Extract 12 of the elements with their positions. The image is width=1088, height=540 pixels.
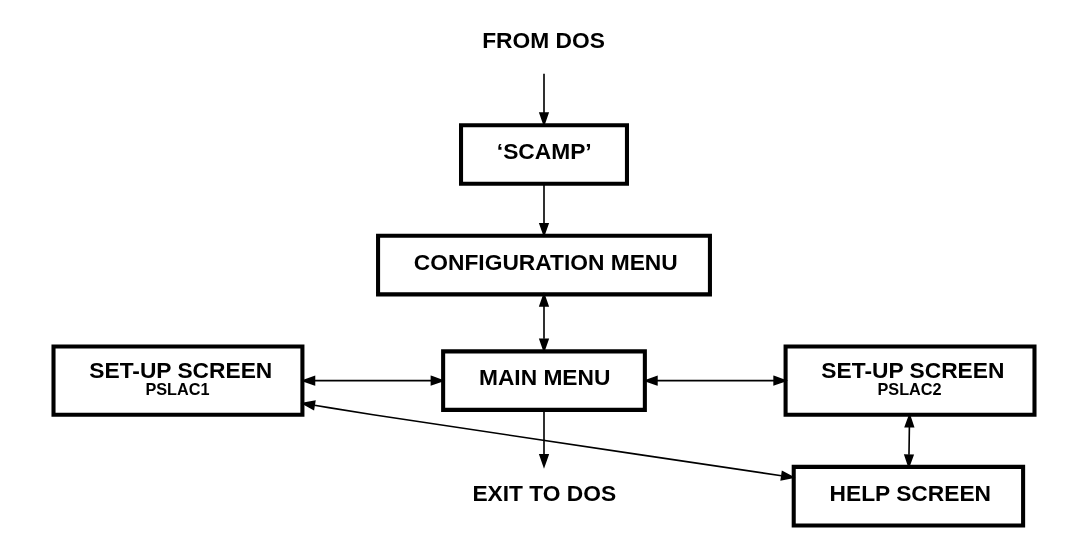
node-box: ‘SCAMP’: [459, 123, 629, 186]
arrow: [643, 375, 788, 386]
arrow: [300, 400, 796, 481]
node-box: SET-UP SCREEN PSLAC1: [51, 344, 305, 417]
arrow: [538, 409, 550, 469]
node-text: FROM DOS: [482, 27, 605, 54]
node-box: SET-UP SCREEN PSLAC2: [783, 344, 1037, 417]
node-box: HELP SCREEN: [791, 464, 1026, 528]
node-box: MAIN MENU: [441, 349, 647, 412]
node-text: EXIT TO DOS: [472, 479, 617, 506]
arrow: [538, 72, 550, 127]
node-box: CONFIGURATION MENU: [376, 233, 712, 297]
